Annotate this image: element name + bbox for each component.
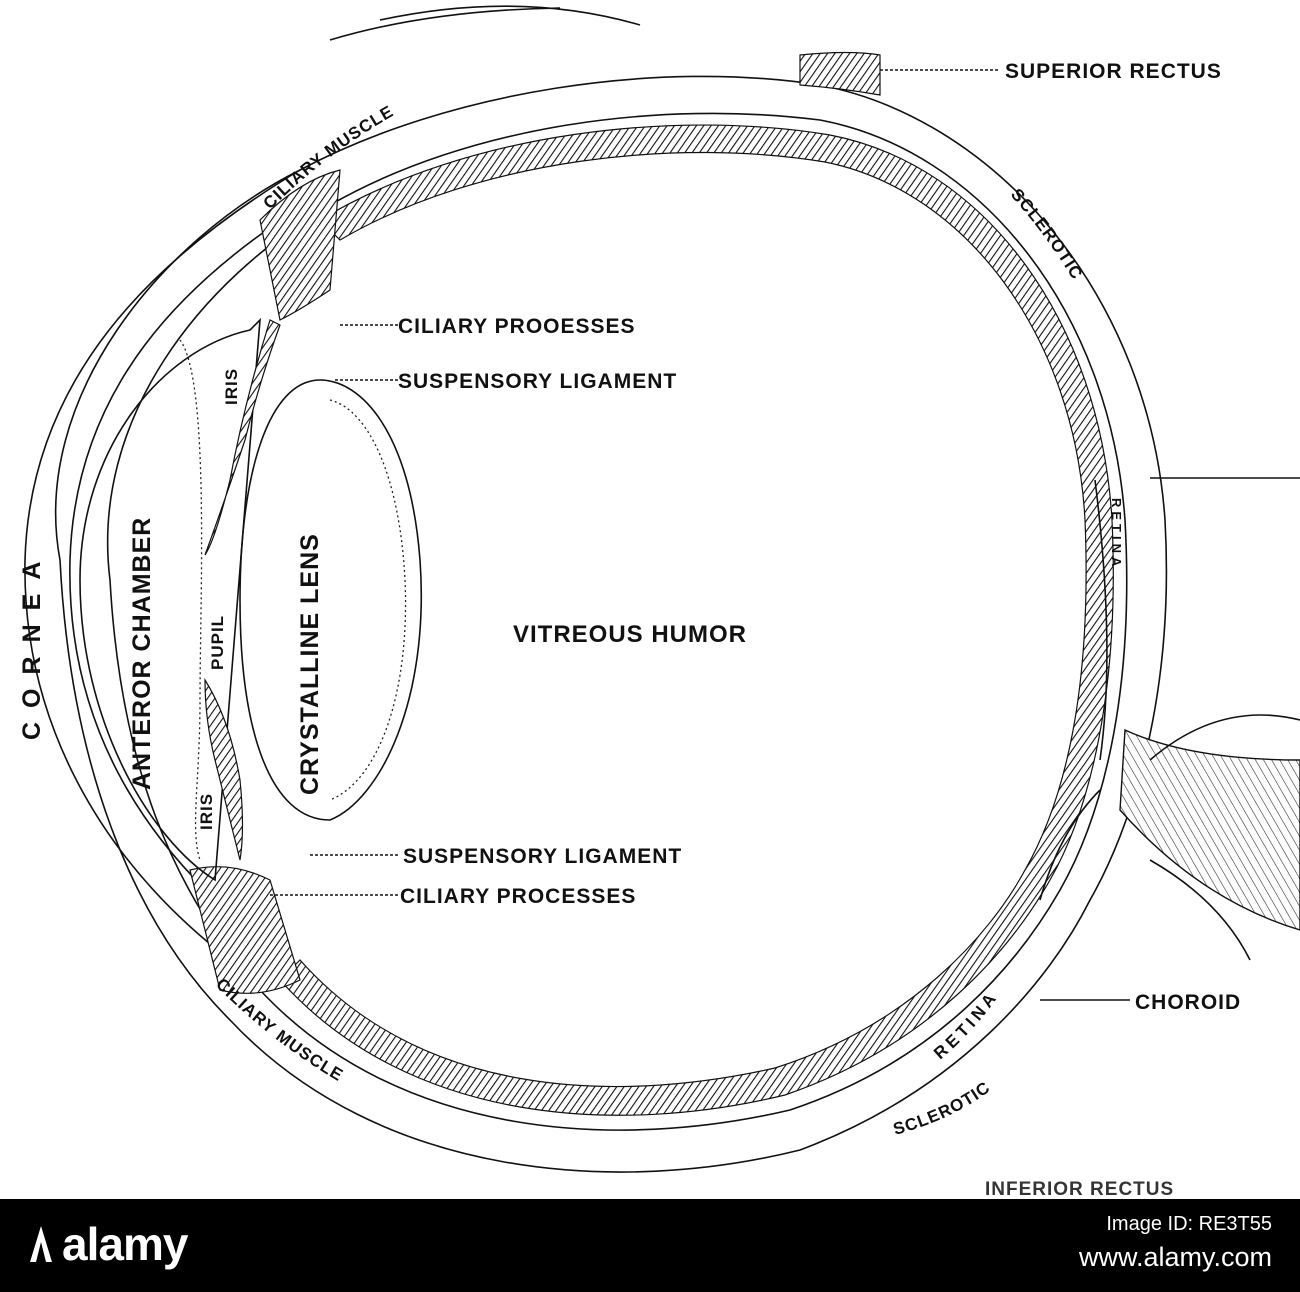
ciliary-body [189,169,341,994]
retina-line [1094,479,1108,761]
label-iris-bottom: IRIS [197,793,216,830]
label-suspensory-ligament-top: SUSPENSORY LIGAMENT [398,370,677,393]
label-ciliary-processes-top: CILIARY PROOESSES [398,315,636,338]
label-ciliary-processes-bottom: CILIARY PROCESSES [400,885,636,908]
superior-rectus-muscle [329,5,881,96]
label-inferior-rectus: INFERIOR RECTUS [985,1179,1174,1199]
alamy-logo: alamy [26,1217,188,1271]
eye-diagram: SUPERIOR RECTUS CILIARY MUSCLE SCLEROTIC… [18,5,1300,1199]
cornea-shape [24,169,321,961]
label-cornea: CORNEA [18,548,46,740]
image-id: Image ID: RE3T55 [1106,1213,1272,1235]
label-anterior-chamber: ANTEROR CHAMBER [128,517,156,790]
watermark-footer: alamy Image ID: RE3T55 www.alamy.com [0,1199,1300,1292]
label-iris-top: IRIS [222,368,241,405]
label-vitreous-humor: VITREOUS HUMOR [513,621,747,648]
label-pupil: PUPIL [208,615,227,670]
label-suspensory-ligament-bottom: SUSPENSORY LIGAMENT [403,845,682,868]
crystalline-lens-shape [239,379,422,821]
alamy-mark-icon [30,1226,52,1262]
label-sclerotic-bottom: SCLEROTIC [891,1078,994,1139]
alamy-logo-text: alamy [62,1218,188,1270]
label-retina-right: RETINA [1109,498,1124,570]
leader-lines [270,69,1300,1001]
label-choroid: CHOROID [1135,991,1241,1014]
iris-shape [204,319,281,861]
label-superior-rectus: SUPERIOR RECTUS [1005,60,1222,83]
site-url: www.alamy.com [1078,1242,1272,1272]
label-crystalline-lens: CRYSTALLINE LENS [296,533,324,795]
anterior-chamber-shape [79,317,261,882]
